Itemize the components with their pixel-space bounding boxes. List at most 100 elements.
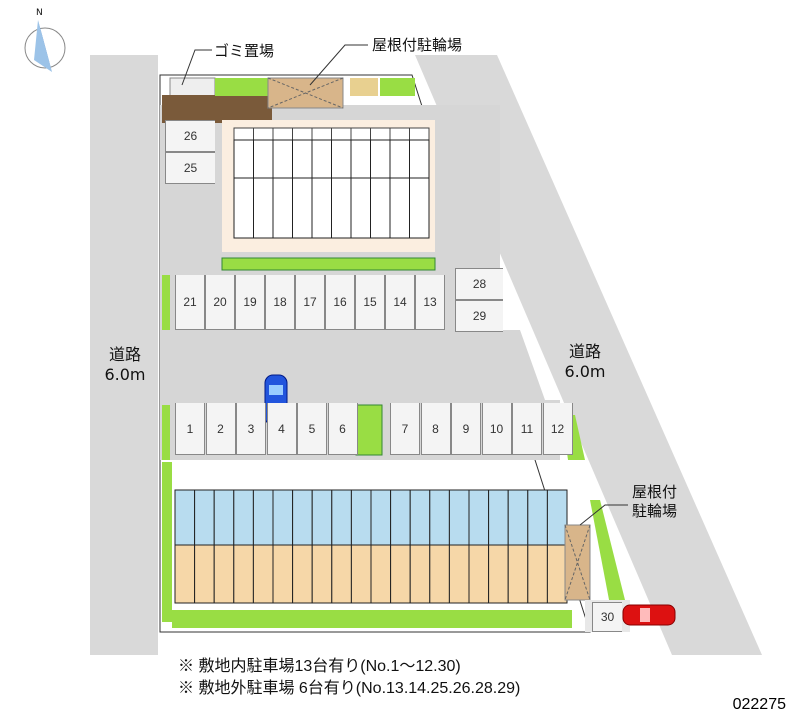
parking-space-14: 14 xyxy=(385,275,415,330)
unit-room xyxy=(174,544,196,604)
unit-room xyxy=(174,489,196,546)
parking-space-8: 8 xyxy=(420,403,451,455)
unit-room xyxy=(370,544,392,604)
unit-room xyxy=(292,139,313,179)
unit-room xyxy=(390,489,411,546)
unit-room xyxy=(468,489,490,546)
map-code: 022275 xyxy=(732,696,786,713)
parking-space-1: 1 xyxy=(175,403,205,455)
unit-room xyxy=(292,177,313,239)
parking-space-17: 17 xyxy=(295,275,325,330)
parking-space-2: 2 xyxy=(205,403,236,455)
unit-room xyxy=(527,489,548,546)
parking-space-21: 21 xyxy=(175,275,205,330)
parking-space-11: 11 xyxy=(512,403,542,455)
unit-room xyxy=(409,489,431,546)
unit-room xyxy=(292,544,313,604)
unit-room xyxy=(252,544,274,604)
unit-room xyxy=(409,177,430,239)
bike-shelter-right-label-1: 屋根付 xyxy=(632,483,678,501)
unit-room xyxy=(370,489,392,546)
road-right-label: 道路 6.0m xyxy=(555,342,615,382)
parking-space-30: 30 xyxy=(592,602,622,632)
parking-space-6: 6 xyxy=(327,403,358,455)
unit-room xyxy=(213,489,235,546)
unit-room xyxy=(331,177,352,239)
road-left xyxy=(90,55,158,655)
unit-room xyxy=(311,127,332,141)
car-red-icon xyxy=(622,604,676,626)
unit-room xyxy=(253,127,274,141)
unit-room xyxy=(448,489,470,546)
note-offsite-parking: ※ 敷地外駐車場 6台有り(No.13.14.25.26.28.29) xyxy=(178,680,521,697)
compass-north-label: N xyxy=(36,8,43,18)
unit-room xyxy=(292,127,313,141)
unit-room xyxy=(253,139,274,179)
parking-space-16: 16 xyxy=(325,275,355,330)
unit-room xyxy=(488,544,509,604)
note-onsite-parking: ※ 敷地内駐車場13台有り(No.1～12.30) xyxy=(178,658,461,675)
unit-room xyxy=(331,489,352,546)
parking-space-3: 3 xyxy=(236,403,266,455)
unit-room xyxy=(233,544,254,604)
unit-room xyxy=(468,544,490,604)
unit-room xyxy=(194,544,215,604)
parking-space-10: 10 xyxy=(481,403,512,455)
unit-room xyxy=(233,177,254,239)
parking-space-9: 9 xyxy=(451,403,481,455)
unit-room xyxy=(409,127,430,141)
unit-room xyxy=(272,489,294,546)
parking-space-15: 15 xyxy=(355,275,385,330)
unit-room xyxy=(233,127,254,141)
unit-room xyxy=(507,544,529,604)
unit-room xyxy=(370,127,391,141)
parking-space-5: 5 xyxy=(297,403,327,455)
parking-space-26: 26 xyxy=(165,120,215,152)
bike-shelter-top-label: 屋根付駐輪場 xyxy=(372,36,463,54)
unit-room xyxy=(488,489,509,546)
unit-room xyxy=(390,544,411,604)
parking-space-28: 28 xyxy=(455,268,503,300)
unit-room xyxy=(350,139,371,179)
unit-room xyxy=(350,489,372,546)
unit-room xyxy=(233,139,254,179)
unit-room xyxy=(311,139,332,179)
road-left-name: 道路 xyxy=(108,345,141,364)
unit-room xyxy=(527,544,548,604)
garbage-area-label: ゴミ置場 xyxy=(214,42,275,60)
bike-shelter-right-label-2: 駐輪場 xyxy=(632,502,678,520)
parking-space-12: 12 xyxy=(542,403,573,455)
unit-room xyxy=(389,139,410,179)
unit-room xyxy=(272,139,293,179)
unit-room xyxy=(409,139,430,179)
parking-space-13: 13 xyxy=(415,275,445,330)
unit-room xyxy=(311,177,332,239)
unit-room xyxy=(233,489,254,546)
upper-building xyxy=(233,127,430,239)
unit-room xyxy=(331,127,352,141)
unit-room xyxy=(194,489,215,546)
unit-room xyxy=(429,489,450,546)
road-right-name: 道路 xyxy=(568,342,601,361)
unit-room xyxy=(311,489,333,546)
unit-room xyxy=(272,127,293,141)
parking-space-25: 25 xyxy=(165,152,215,184)
unit-room xyxy=(448,544,470,604)
unit-room xyxy=(311,544,333,604)
unit-room xyxy=(331,544,352,604)
parking-space-7: 7 xyxy=(390,403,420,455)
unit-room xyxy=(370,139,391,179)
parking-space-18: 18 xyxy=(265,275,295,330)
road-right-width: 6.0m xyxy=(564,362,606,381)
unit-room xyxy=(546,489,568,546)
unit-room xyxy=(350,127,371,141)
unit-room xyxy=(389,127,410,141)
unit-room xyxy=(292,489,313,546)
unit-room xyxy=(272,177,293,239)
unit-room xyxy=(546,544,568,604)
parking-space-19: 19 xyxy=(235,275,265,330)
compass-icon xyxy=(24,20,66,72)
unit-room xyxy=(429,544,450,604)
